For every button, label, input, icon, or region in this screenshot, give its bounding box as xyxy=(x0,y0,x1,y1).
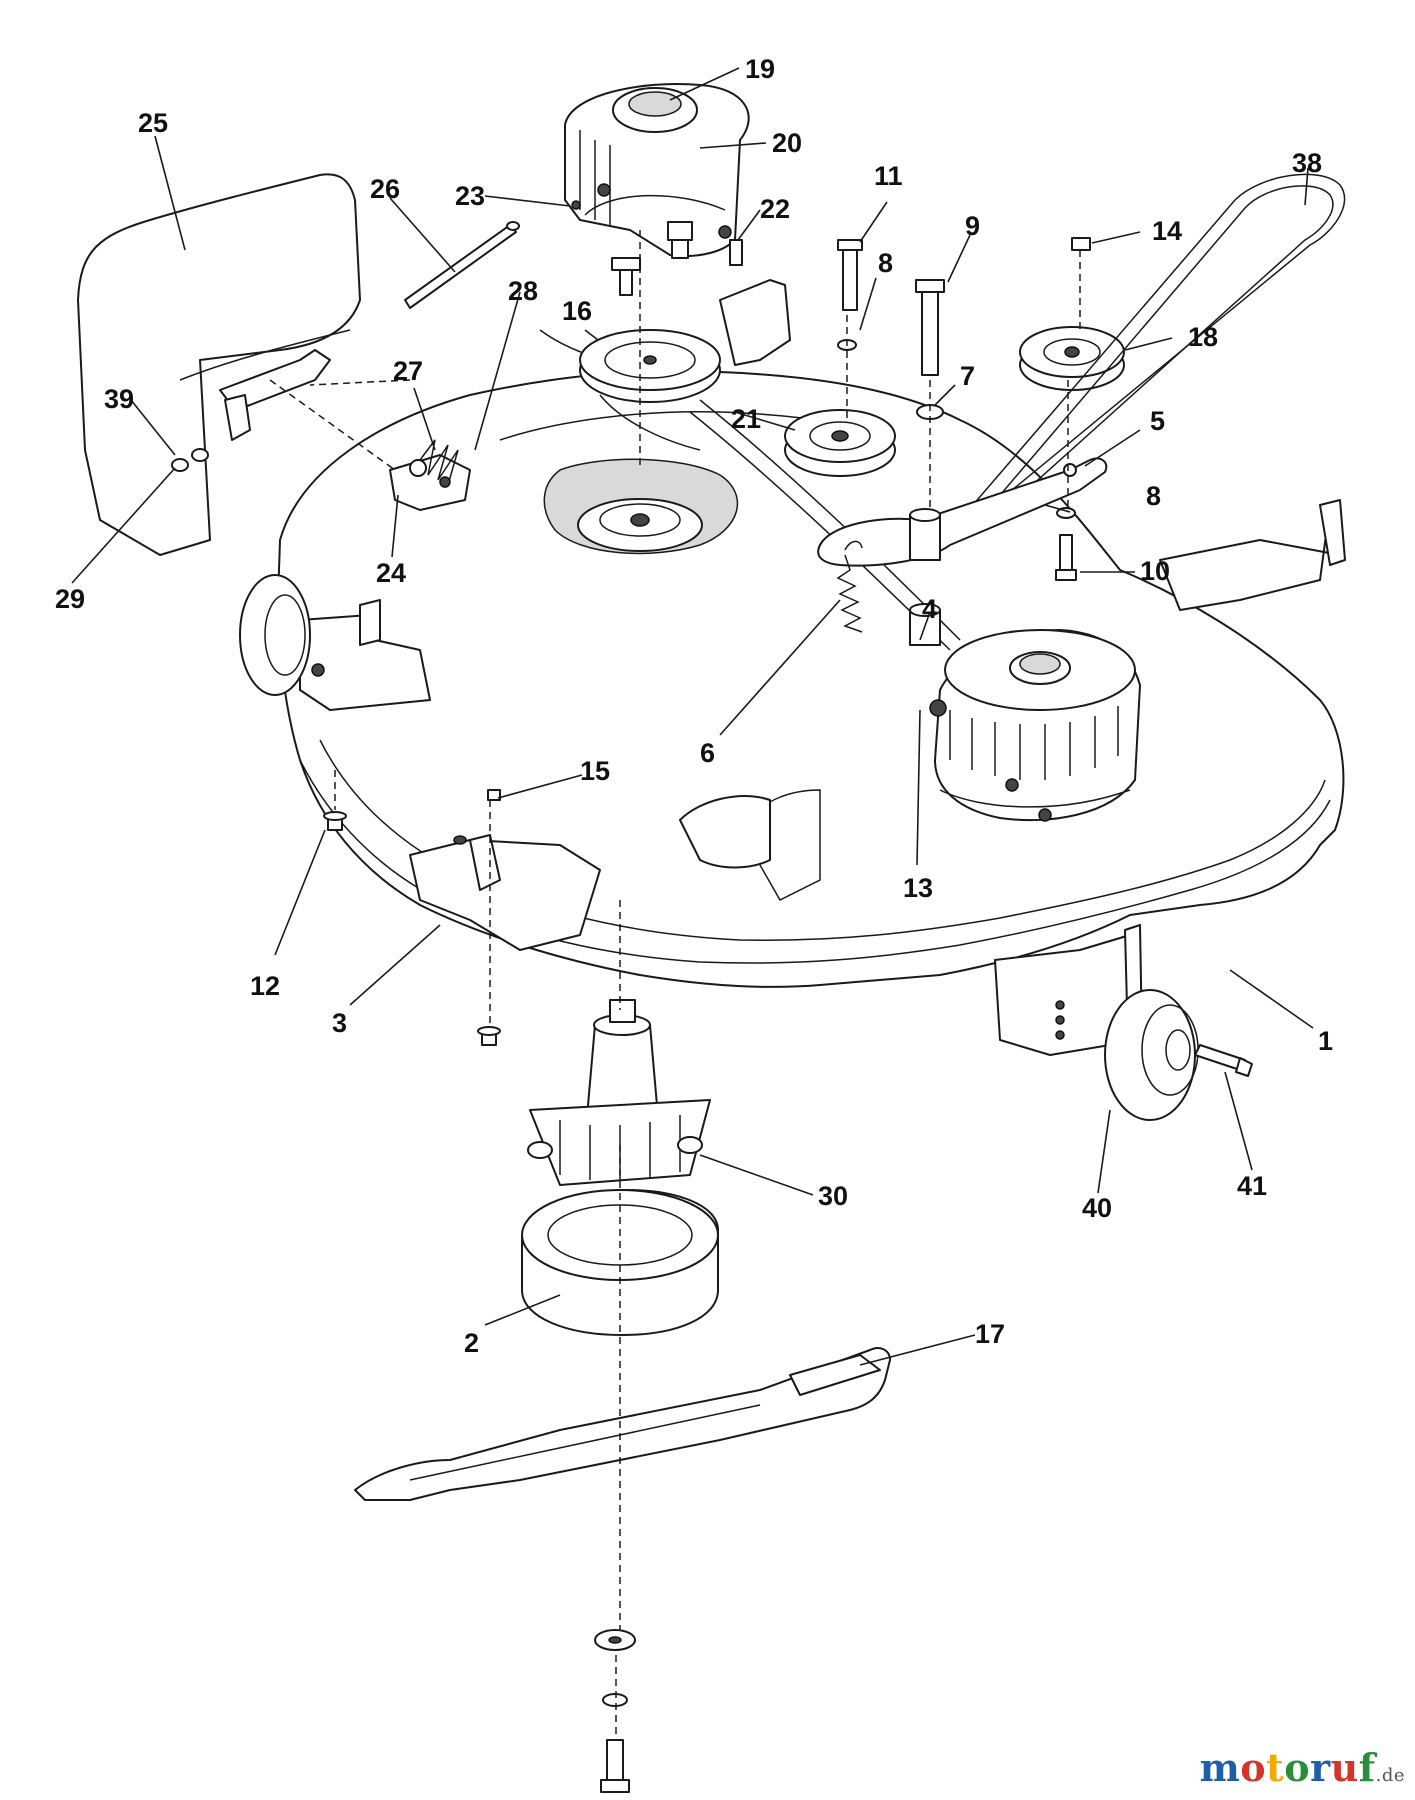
callout-2: 2 xyxy=(464,1328,479,1358)
callout-15: 15 xyxy=(580,756,610,786)
callout-24: 24 xyxy=(376,558,406,588)
callout-28: 28 xyxy=(508,276,538,306)
callout-22: 22 xyxy=(760,194,790,224)
spindle-assembly xyxy=(527,999,711,1186)
callout-29: 29 xyxy=(55,584,85,614)
watermark-logo: motoruf.de xyxy=(1200,1745,1405,1790)
callout-40: 40 xyxy=(1082,1193,1112,1223)
left-wheel xyxy=(239,574,325,696)
callout-8-upper: 8 xyxy=(878,248,893,278)
callout-5: 5 xyxy=(1150,406,1165,436)
callout-labels: 1 2 3 4 5 6 7 8 8 9 10 11 12 13 14 15 16… xyxy=(55,54,1333,1358)
watermark-letter: o xyxy=(1240,1745,1267,1790)
main-pulley xyxy=(579,279,791,403)
callout-17: 17 xyxy=(975,1319,1005,1349)
pivot-rod xyxy=(404,221,520,309)
assembly-dashed-lines xyxy=(269,230,1081,1735)
callout-9: 9 xyxy=(965,211,980,241)
watermark-letter: m xyxy=(1199,1745,1241,1790)
callout-20: 20 xyxy=(772,128,802,158)
right-baffle xyxy=(1159,499,1346,611)
callout-16: 16 xyxy=(562,296,592,326)
idler-pulley-right xyxy=(1019,326,1125,391)
callout-23: 23 xyxy=(455,181,485,211)
callout-39: 39 xyxy=(104,384,134,414)
callout-11: 11 xyxy=(874,161,903,191)
idler-pulley-left xyxy=(784,409,896,477)
deflector-plate xyxy=(409,834,601,951)
watermark-letter: t xyxy=(1266,1745,1285,1790)
idler-arm xyxy=(817,457,1108,567)
tension-spring xyxy=(836,540,863,633)
callout-21: 21 xyxy=(731,404,761,434)
watermark-letter: u xyxy=(1330,1745,1359,1790)
callout-3: 3 xyxy=(332,1008,347,1038)
callout-13: 13 xyxy=(903,873,933,903)
watermark-letter: o xyxy=(1284,1745,1311,1790)
leader-lines xyxy=(71,67,1314,1366)
callout-12: 12 xyxy=(250,971,280,1001)
callout-30: 30 xyxy=(818,1181,848,1211)
callout-6: 6 xyxy=(700,738,715,768)
blade-bolt-stack xyxy=(594,1629,636,1793)
callout-26: 26 xyxy=(370,174,400,204)
watermark-suffix: .de xyxy=(1375,1765,1405,1786)
right-wheel-assembly xyxy=(994,924,1253,1121)
callout-4: 4 xyxy=(922,594,937,624)
callout-18: 18 xyxy=(1188,322,1218,352)
mower-blade xyxy=(354,1347,891,1501)
deck-housing xyxy=(277,329,1345,988)
callout-8-lower: 8 xyxy=(1146,481,1161,511)
callout-10: 10 xyxy=(1140,556,1170,586)
watermark-letter: f xyxy=(1358,1745,1376,1790)
callout-38: 38 xyxy=(1292,148,1322,178)
callout-7: 7 xyxy=(960,361,975,391)
chute-spring-bracket xyxy=(389,439,471,511)
hardware-lower-left xyxy=(323,789,501,1046)
callout-27: 27 xyxy=(393,356,423,386)
lower-pulley xyxy=(577,498,703,552)
belt-cover xyxy=(564,83,750,258)
callout-25: 25 xyxy=(138,108,168,138)
callout-1: 1 xyxy=(1318,1026,1333,1056)
discharge-chute xyxy=(77,173,361,556)
left-bracket xyxy=(299,599,431,711)
callout-14: 14 xyxy=(1152,216,1182,246)
callout-41: 41 xyxy=(1237,1171,1267,1201)
spindle-housing-right xyxy=(929,629,1141,822)
watermark-letter: r xyxy=(1310,1745,1331,1790)
callout-19: 19 xyxy=(745,54,775,84)
hardware-stack-center xyxy=(837,237,1091,581)
